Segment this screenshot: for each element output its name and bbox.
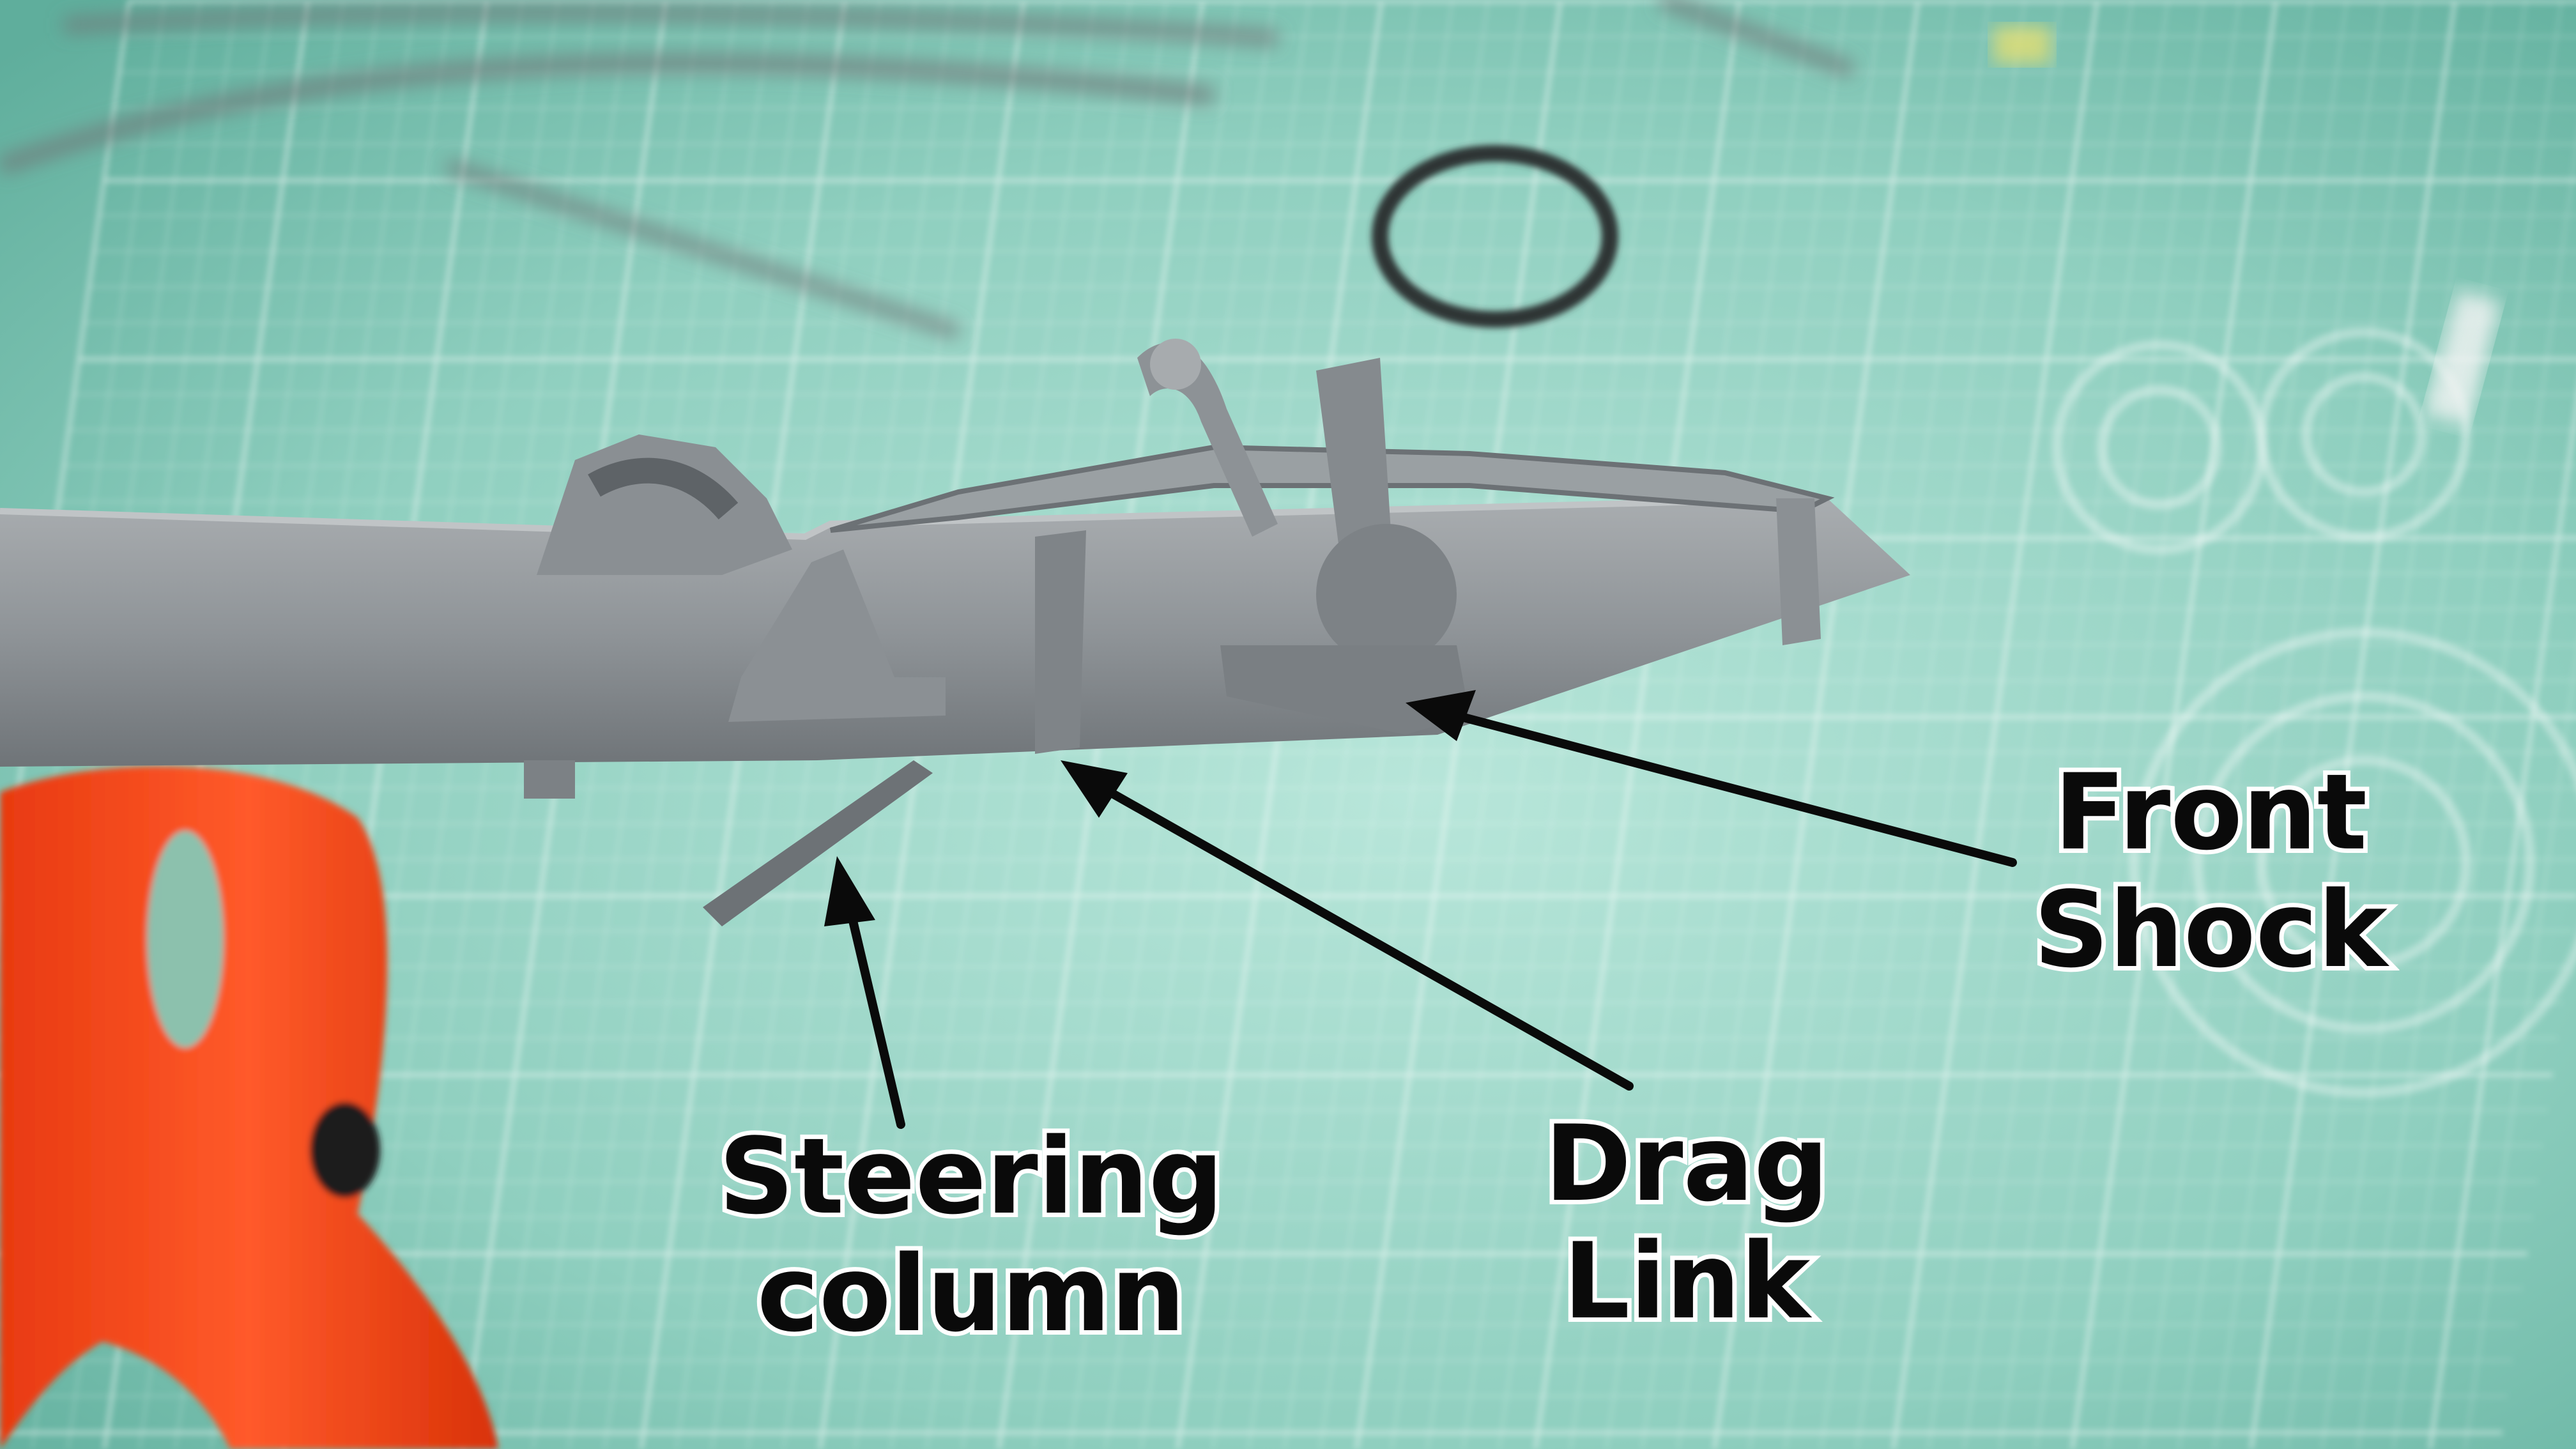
annotation-steering-column-line2: column xyxy=(753,1231,1190,1358)
background-sprue xyxy=(0,0,1856,340)
annotation-front-shock-line2: Shock xyxy=(2029,867,2392,993)
annotation-drag-link: Drag Link xyxy=(1489,1101,1885,1345)
annotation-drag-link-line2: Link xyxy=(1559,1218,1815,1345)
annotation-front-shock: Front Shock xyxy=(1993,749,2428,993)
annotation-arrows xyxy=(824,690,2017,1129)
orange-clamp xyxy=(0,575,498,1449)
mat-circle-guides xyxy=(2052,327,2576,1098)
annotation-drag-link-line1: Drag xyxy=(1540,1101,1833,1227)
annotation-steering-column: Steering column xyxy=(690,1114,1252,1358)
annotation-steering-column-line1: Steering xyxy=(714,1114,1228,1240)
annotation-front-shock-line1: Front xyxy=(2050,749,2372,876)
rubber-ring xyxy=(1372,145,1618,328)
